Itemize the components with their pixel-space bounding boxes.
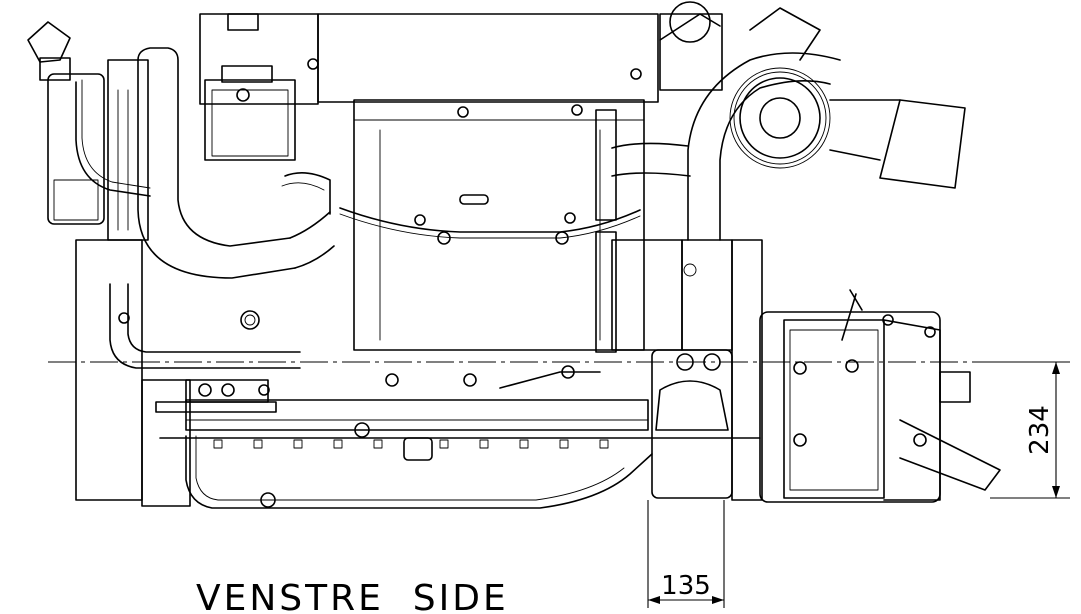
intake-pipe-left [137,47,335,279]
oil-pan [75,239,761,509]
turbocharger [659,1,966,189]
oil-pan-bolts [213,439,609,449]
view-label: VENSTRE SIDE [196,578,509,614]
gearbox [759,289,1001,503]
dimension-vertical [990,361,1070,499]
dimension-vertical-value: 234 [1025,405,1055,455]
left-accessories [27,21,296,330]
heat-exchanger [595,231,763,501]
exhaust-pipe-right [595,52,841,241]
dimension-horizontal [647,500,725,608]
engine-block [199,13,659,351]
dimension-horizontal-value: 135 [661,571,711,601]
